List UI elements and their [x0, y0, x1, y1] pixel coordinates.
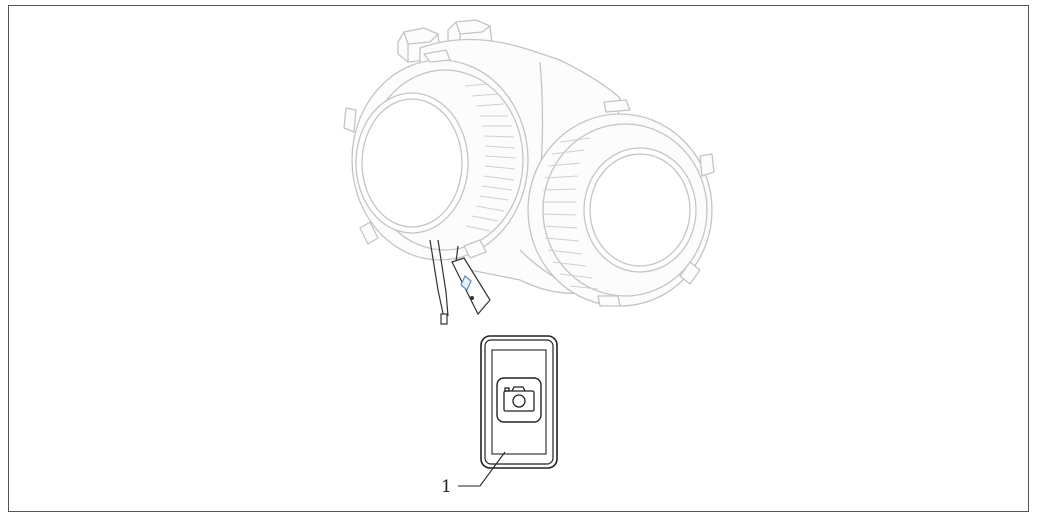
smartphone — [480, 335, 558, 469]
callout-label: 1 — [441, 477, 452, 497]
right-ring-knurl — [541, 137, 599, 290]
callout-1: 1 — [441, 451, 506, 497]
qr-code-icon — [460, 275, 472, 291]
right-cover — [527, 99, 715, 307]
transmitter-housing — [343, 19, 715, 307]
left-cover — [343, 49, 529, 261]
device-tag — [429, 239, 491, 325]
left-ring-knurl — [464, 83, 517, 232]
camera-icon — [503, 386, 535, 412]
